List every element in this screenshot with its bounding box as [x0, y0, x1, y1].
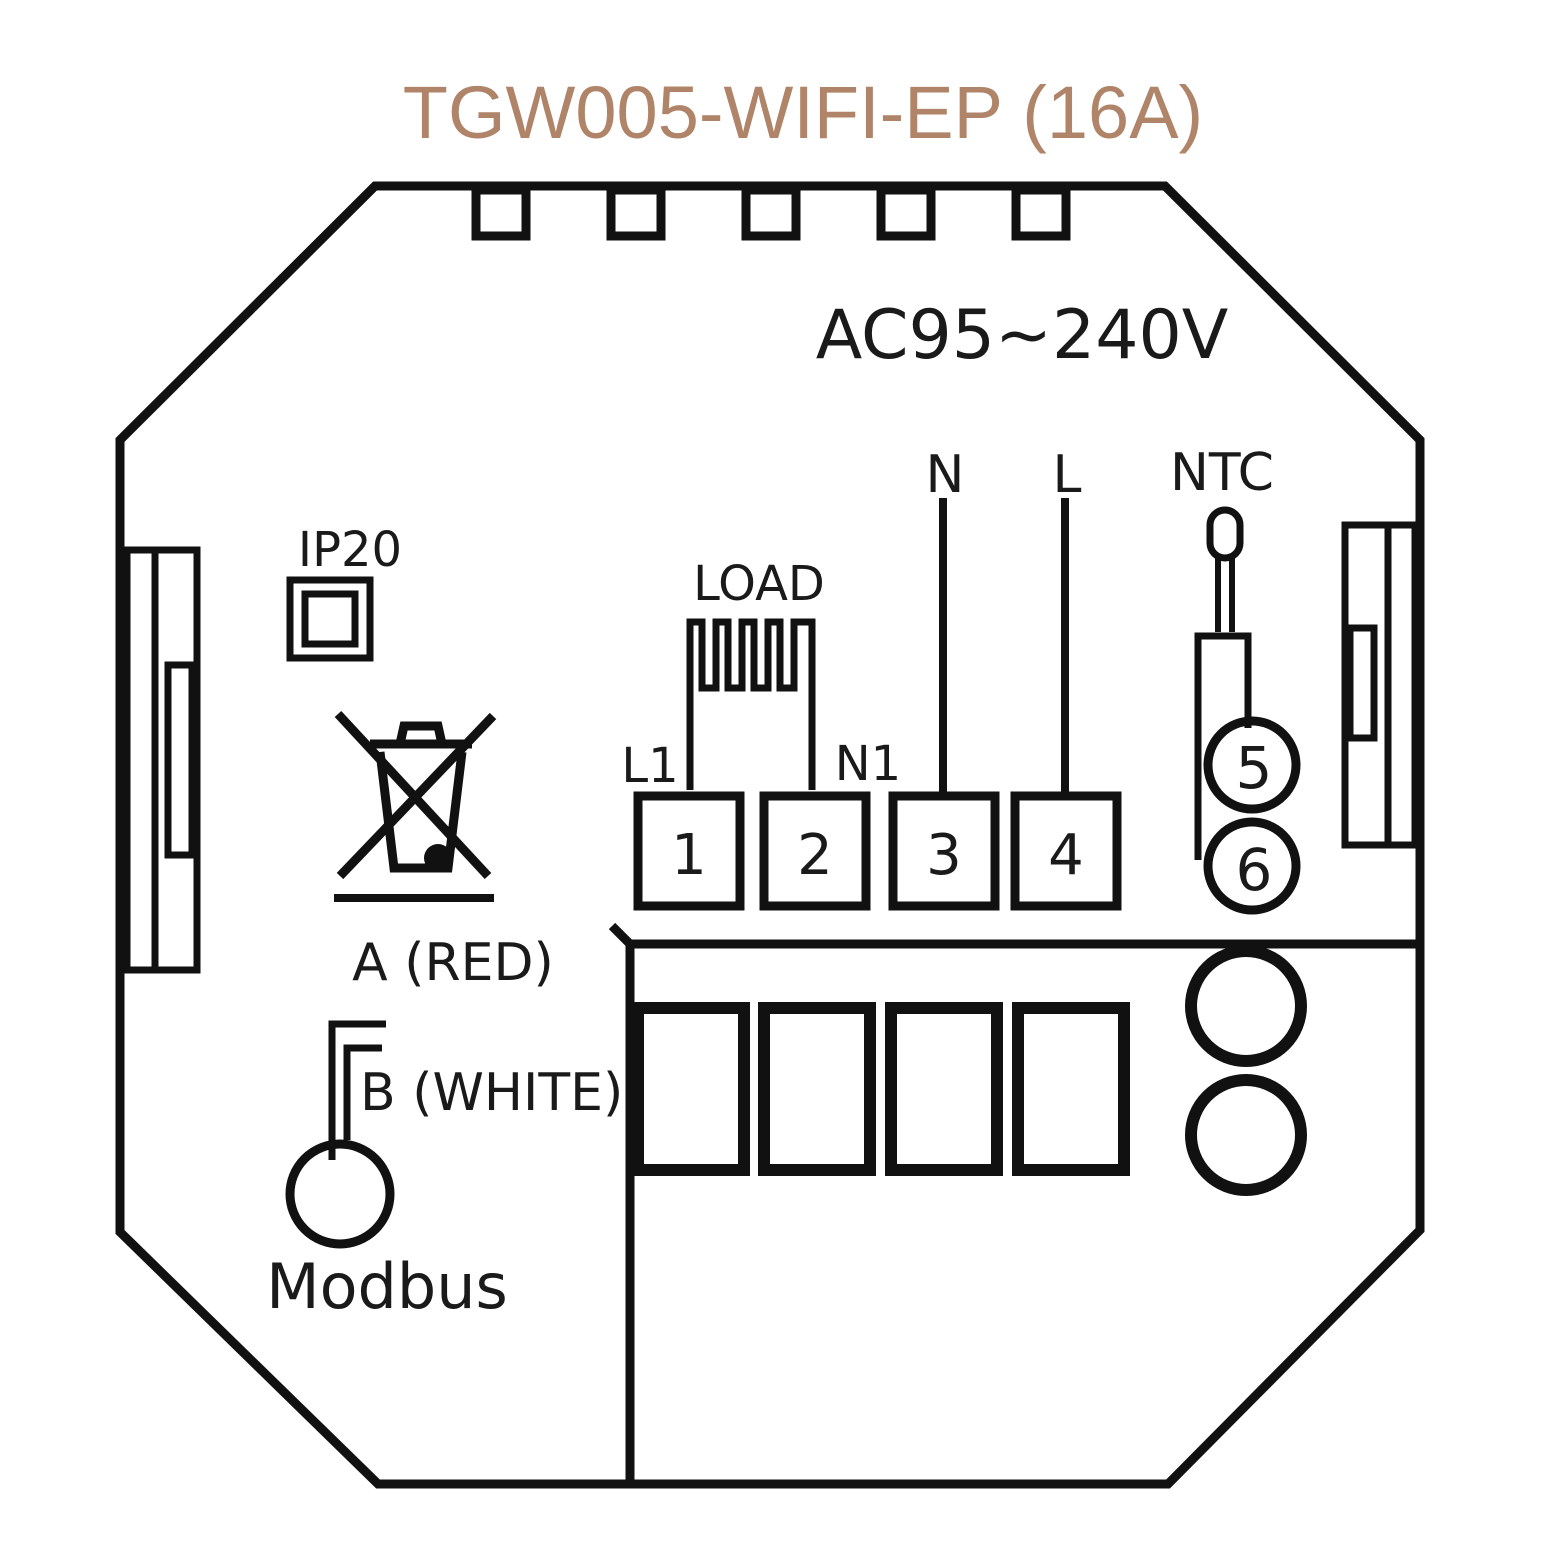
modbus-wire	[328, 1020, 386, 1160]
svg-text:2: 2	[797, 823, 833, 888]
lower-connector-block	[608, 922, 1418, 1484]
ip20-box-icon	[286, 576, 374, 662]
terminal-6: 6	[1203, 817, 1301, 915]
voltage-label: AC95~240V	[816, 296, 1229, 375]
modbus-b-label: B (WHITE)	[360, 1063, 623, 1123]
load-label: LOAD	[693, 556, 825, 612]
svg-text:6: 6	[1236, 836, 1273, 904]
thermostat-body-outline	[115, 181, 1425, 1489]
n1-label: N1	[835, 736, 901, 792]
ip-rating-label: IP20	[298, 522, 402, 578]
l1-label: L1	[621, 738, 678, 794]
terminal-1: 1	[633, 791, 745, 911]
modbus-connector-circle	[285, 1139, 395, 1249]
ntc-label: NTC	[1170, 443, 1274, 503]
left-latch	[123, 546, 201, 974]
ntc-sensor-icon	[1194, 506, 1252, 860]
lower-sockets	[632, 1002, 1130, 1176]
load-heater-icon	[686, 618, 816, 790]
modbus-a-label: A (RED)	[352, 933, 554, 993]
weee-crossed-bin-icon	[334, 710, 497, 902]
svg-text:4: 4	[1048, 823, 1084, 888]
terminal-2: 2	[759, 791, 871, 911]
model-title: TGW005-WIFI-EP (16A)	[403, 71, 1203, 154]
terminal-4: 4	[1010, 791, 1122, 911]
right-latch	[1341, 521, 1419, 849]
terminal-3: 3	[888, 791, 1000, 911]
svg-text:5: 5	[1236, 734, 1273, 802]
svg-text:1: 1	[671, 823, 707, 888]
l-label: L	[1053, 445, 1082, 505]
svg-text:3: 3	[926, 823, 962, 888]
terminal-5: 5	[1203, 716, 1301, 814]
modbus-label: Modbus	[266, 1250, 508, 1323]
top-clips	[471, 185, 1071, 241]
lower-round-sockets	[1185, 945, 1307, 1196]
n-label: N	[926, 445, 965, 505]
